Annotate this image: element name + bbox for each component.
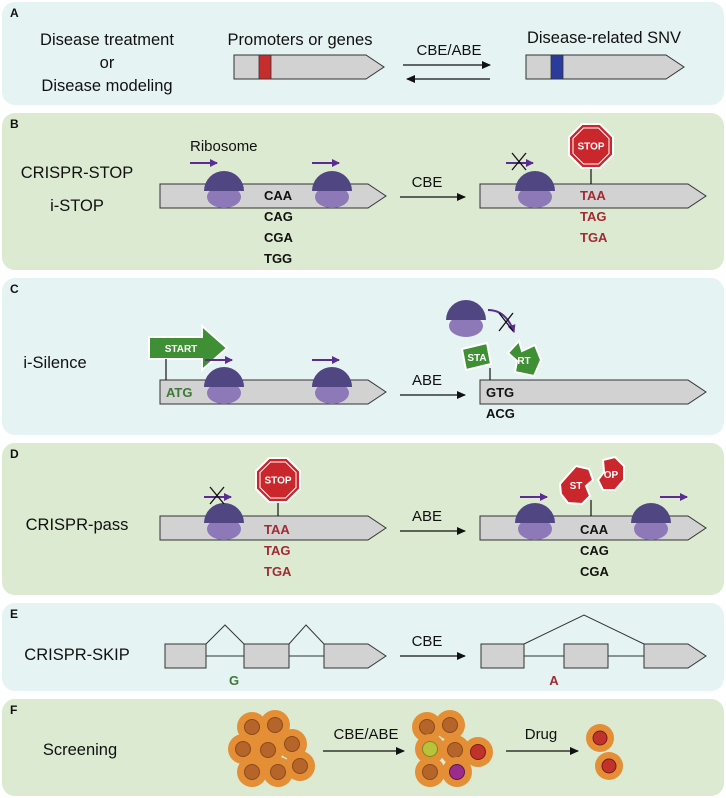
- panel-c-editor-label: ABE: [412, 372, 442, 389]
- panel-e-method-name: CRISPR-SKIP: [24, 646, 129, 664]
- broken-start-sign-text-left: STA: [467, 353, 486, 364]
- stop-codon: TGA: [580, 230, 608, 245]
- codon-before: CAG: [264, 209, 293, 224]
- splice-site-base: G: [229, 673, 239, 688]
- start-codon: ATG: [166, 385, 192, 400]
- edited-cell-purple: [442, 757, 472, 787]
- panel-f-method-name: Screening: [43, 741, 117, 759]
- panel-c-gene-after: [479, 379, 707, 405]
- panel-e: E CRISPR-SKIP G CBE A: [2, 603, 724, 691]
- panel-f: F Screening CBE/ABE: [2, 699, 724, 796]
- panel-a-snv-gene-arrow: [525, 54, 685, 80]
- stop-sign-text: STOP: [577, 142, 604, 153]
- surviving-cell: [586, 724, 614, 752]
- blocked-mark-x-icon: [498, 312, 514, 332]
- codon-before: CGA: [264, 230, 294, 245]
- cell-cluster-edited: [411, 709, 493, 788]
- panel-a-purpose-line3: Disease modeling: [41, 77, 172, 95]
- broken-stop-sign-text-right: OP: [604, 470, 619, 481]
- mutated-start-codon: GTG: [486, 385, 514, 400]
- panel-a: A Disease treatment or Disease modeling …: [2, 2, 724, 105]
- restored-codon: CAG: [580, 543, 609, 558]
- surviving-cells: [586, 724, 623, 780]
- splice-junction: [205, 624, 245, 645]
- cell: [414, 756, 446, 788]
- panel-a-letter: A: [10, 6, 19, 20]
- panel-b-editor-label: CBE: [412, 174, 443, 191]
- exon: [243, 643, 290, 669]
- splice-junction: [288, 624, 325, 645]
- exon-last: [643, 643, 707, 669]
- panel-f-editor-label: CBE/ABE: [333, 726, 398, 743]
- skipped-exon: [563, 643, 609, 669]
- panel-c-letter: C: [10, 282, 19, 296]
- stop-sign-text: STOP: [264, 476, 291, 487]
- edited-splice-site-base: A: [549, 673, 559, 688]
- exon: [164, 643, 207, 669]
- panel-f-background: [2, 699, 724, 796]
- panel-c-method-name: i-Silence: [23, 354, 86, 372]
- ribosome-label: Ribosome: [190, 138, 258, 155]
- panel-a-snv-label: Disease-related SNV: [527, 29, 681, 47]
- panel-d-letter: D: [10, 447, 19, 461]
- mutated-start-codon: ACG: [486, 406, 515, 421]
- cell: [236, 756, 268, 788]
- exon-last: [323, 643, 387, 669]
- panel-d-editor-label: ABE: [412, 508, 442, 525]
- exon-skip-junction: [523, 614, 645, 645]
- panel-e-editor-label: CBE: [412, 633, 443, 650]
- start-sign-text: START: [165, 344, 198, 355]
- panel-c: C i-Silence START ATG ABE STA RT GTG ACG: [2, 278, 724, 435]
- panel-b-letter: B: [10, 117, 19, 131]
- edited-cell-red: [463, 737, 493, 767]
- blocked-mark-x-icon: [209, 486, 225, 505]
- restored-codon: CAA: [580, 522, 609, 537]
- panel-e-letter: E: [10, 607, 18, 621]
- broken-start-sign-text-right: RT: [517, 356, 530, 367]
- broken-start-sign-icon: [460, 339, 543, 380]
- blocked-mark-x-icon: [511, 152, 527, 171]
- panel-b: B CRISPR-STOP i-STOP Ribosome CAA CAG CG…: [2, 113, 724, 270]
- panel-a-editor-label: CBE/ABE: [416, 42, 481, 59]
- panel-c-gene-before: [159, 379, 387, 405]
- panel-b-method-name1: CRISPR-STOP: [21, 164, 133, 182]
- panel-a-purpose-line1: Disease treatment: [40, 31, 174, 49]
- stop-codon: TAA: [580, 188, 606, 203]
- panel-b-method-name2: i-STOP: [50, 197, 104, 215]
- broken-stop-sign-icon: [558, 455, 625, 516]
- surviving-cell: [595, 752, 623, 780]
- stop-codon: TGA: [264, 564, 292, 579]
- stop-codon: TAG: [264, 543, 290, 558]
- panel-a-purpose-line2: or: [100, 54, 115, 72]
- codon-before: CAA: [264, 188, 293, 203]
- panel-f-drug-label: Drug: [525, 726, 558, 743]
- stop-codon: TAA: [264, 522, 290, 537]
- translation-arrow: [487, 309, 516, 333]
- panel-a-target-site: [258, 54, 272, 80]
- panel-a-gene-arrow: [233, 54, 385, 80]
- cell: [434, 709, 466, 741]
- cell: [284, 750, 316, 782]
- restored-codon: CGA: [580, 564, 610, 579]
- panel-d: D CRISPR-pass STOP TAA TAG TGA ABE ST OP…: [2, 443, 724, 595]
- codon-before: TGG: [264, 251, 292, 266]
- panel-f-letter: F: [10, 703, 17, 717]
- broken-stop-sign-text-left: ST: [570, 481, 583, 492]
- panel-c-background: [2, 278, 724, 435]
- panel-a-gene-label: Promoters or genes: [228, 31, 373, 49]
- exon: [480, 643, 525, 669]
- edited-cell-green: [415, 734, 445, 764]
- panel-d-method-name: CRISPR-pass: [26, 516, 129, 534]
- panel-a-snv-site: [550, 54, 564, 80]
- stop-codon: TAG: [580, 209, 606, 224]
